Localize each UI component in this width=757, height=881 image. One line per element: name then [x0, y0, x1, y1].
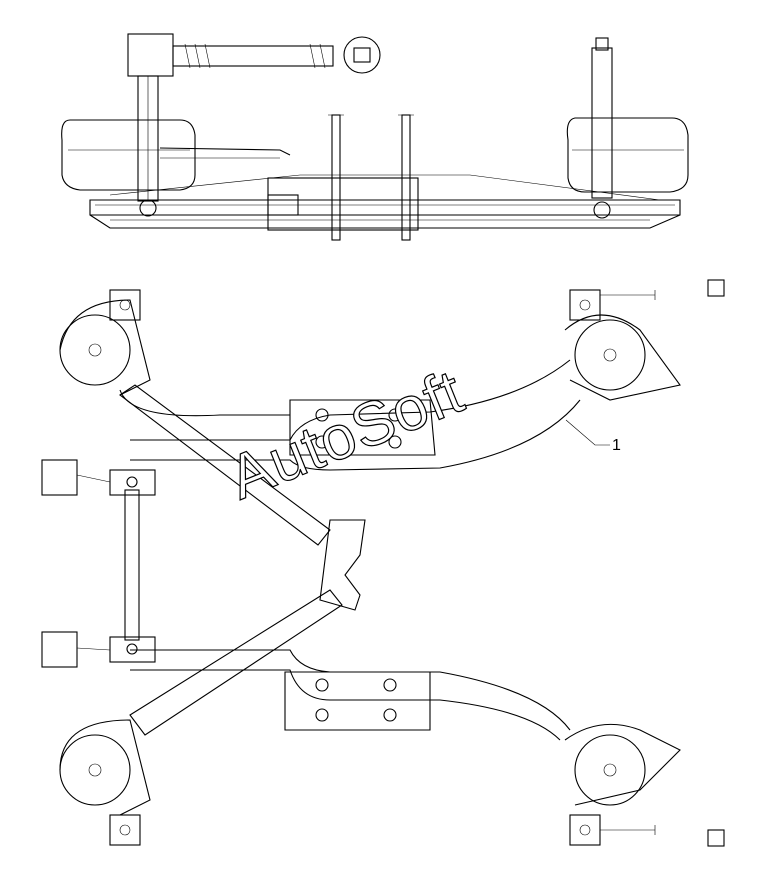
upper-diagonal-arm [119, 384, 331, 546]
left-mount-bracket-lower [109, 636, 156, 663]
wheel-hub-bottom-right [564, 723, 725, 847]
wheel-hub-top-left [59, 289, 151, 396]
wheel-hub-bottom-left [59, 719, 151, 846]
left-shock-absorber [127, 33, 174, 217]
wheel-hub-top-right [564, 279, 725, 401]
upper-strut [172, 36, 381, 74]
lower-center-plate [284, 671, 431, 731]
callout-label-1: 1 [612, 437, 621, 454]
right-air-spring [566, 117, 689, 193]
watermark-text: AutoSoft [219, 357, 473, 513]
left-air-spring [61, 119, 196, 191]
side-elevation-view [61, 33, 689, 241]
plan-view [41, 279, 725, 847]
left-mount-bracket-upper [109, 469, 156, 496]
upper-center-plate [289, 399, 436, 456]
lower-diagonal-arm [129, 589, 343, 736]
center-a-bracket [319, 519, 366, 611]
right-shock-absorber [591, 37, 613, 219]
center-bracket [267, 114, 419, 241]
